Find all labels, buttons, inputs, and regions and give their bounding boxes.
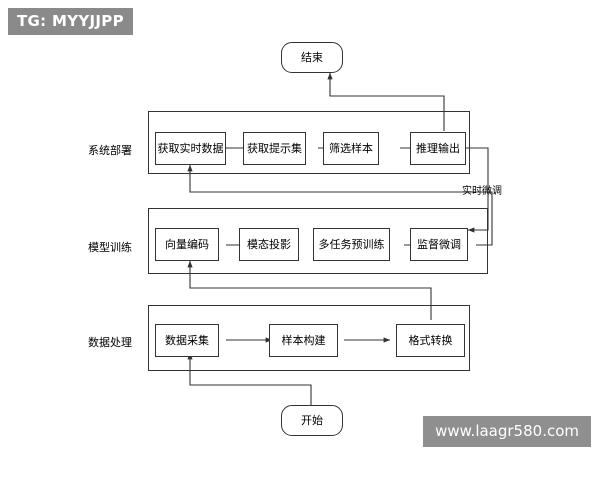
node-multitask-pretraining[interactable]: 多任务预训练 [313,228,390,261]
node-vector-encoding[interactable]: 向量编码 [155,228,219,261]
node-sample-construction[interactable]: 样本构建 [269,324,338,357]
node-supervised-finetuning[interactable]: 监督微调 [410,228,468,261]
node-fetch-prompt-set[interactable]: 获取提示集 [243,132,306,165]
lane-label-system-deployment: 系统部署 [88,144,132,157]
lane-box-system-deployment [148,111,470,174]
terminal-start[interactable]: 开始 [281,405,343,436]
node-data-collection[interactable]: 数据采集 [155,324,219,357]
node-modal-projection[interactable]: 模态投影 [239,228,299,261]
lane-box-data-processing [148,305,470,371]
tg-handle-badge: TG: MYYJJPP [8,8,133,35]
watermark-badge: www.laagr580.com [423,416,591,447]
node-fetch-realtime-data[interactable]: 获取实时数据 [155,132,226,165]
lane-label-data-processing: 数据处理 [88,336,132,349]
node-format-conversion[interactable]: 格式转换 [396,324,465,357]
lane-box-model-training [148,208,488,274]
lane-label-model-training: 模型训练 [88,241,132,254]
node-inference-output[interactable]: 推理输出 [410,132,466,165]
terminal-end[interactable]: 结束 [281,42,343,73]
edge-label-realtime-finetune: 实时微调 [462,186,502,197]
node-filter-samples[interactable]: 筛选样本 [323,132,379,165]
